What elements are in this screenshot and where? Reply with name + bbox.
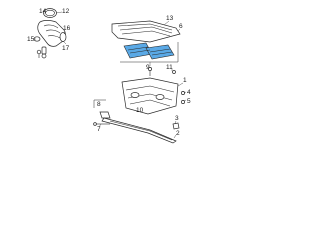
- intake-hose: [37, 20, 66, 47]
- callout-11: 11: [166, 64, 173, 71]
- duct-strip: [101, 117, 177, 144]
- leader-lines: [34, 11, 187, 139]
- callout-7: 7: [97, 126, 101, 133]
- callout-15: 15: [27, 36, 35, 43]
- air-cleaner-assembly: [111, 20, 185, 115]
- clip: [172, 70, 176, 74]
- callout-5: 5: [187, 98, 191, 105]
- sensor-callout-box: [93, 99, 106, 108]
- callout-17: 17: [62, 45, 70, 52]
- bolt: [148, 67, 152, 71]
- sensor: [41, 46, 47, 55]
- nut: [181, 100, 185, 104]
- callout-10: 10: [136, 107, 144, 114]
- callout-13: 13: [166, 15, 174, 22]
- callout-16: 16: [63, 25, 71, 32]
- grommet: [181, 91, 185, 95]
- lower-components: [93, 99, 180, 144]
- callout-2: 2: [176, 130, 180, 137]
- air-filter-right: [145, 44, 175, 60]
- callout-3: 3: [175, 115, 179, 122]
- callout-12: 12: [62, 8, 70, 15]
- callout-6: 6: [179, 23, 183, 30]
- parts-diagram: 14 12 16 15 17 13 6 9 11 1 4 5 10 8 7 3 …: [27, 8, 191, 144]
- mounting-bracket: [99, 111, 111, 119]
- callout-8: 8: [97, 101, 101, 108]
- retaining-clip: [172, 122, 180, 130]
- air-cleaner-housing: [121, 77, 179, 115]
- callout-1: 1: [183, 77, 187, 84]
- callout-4: 4: [187, 89, 191, 96]
- callout-14: 14: [39, 8, 47, 15]
- hose-assembly: [33, 8, 67, 59]
- filter-callout-box: [120, 42, 179, 63]
- fastener: [36, 49, 42, 55]
- callout-9: 9: [146, 64, 150, 71]
- callouts: 14 12 16 15 17 13 6 9 11 1 4 5 10 8 7 3 …: [27, 8, 191, 137]
